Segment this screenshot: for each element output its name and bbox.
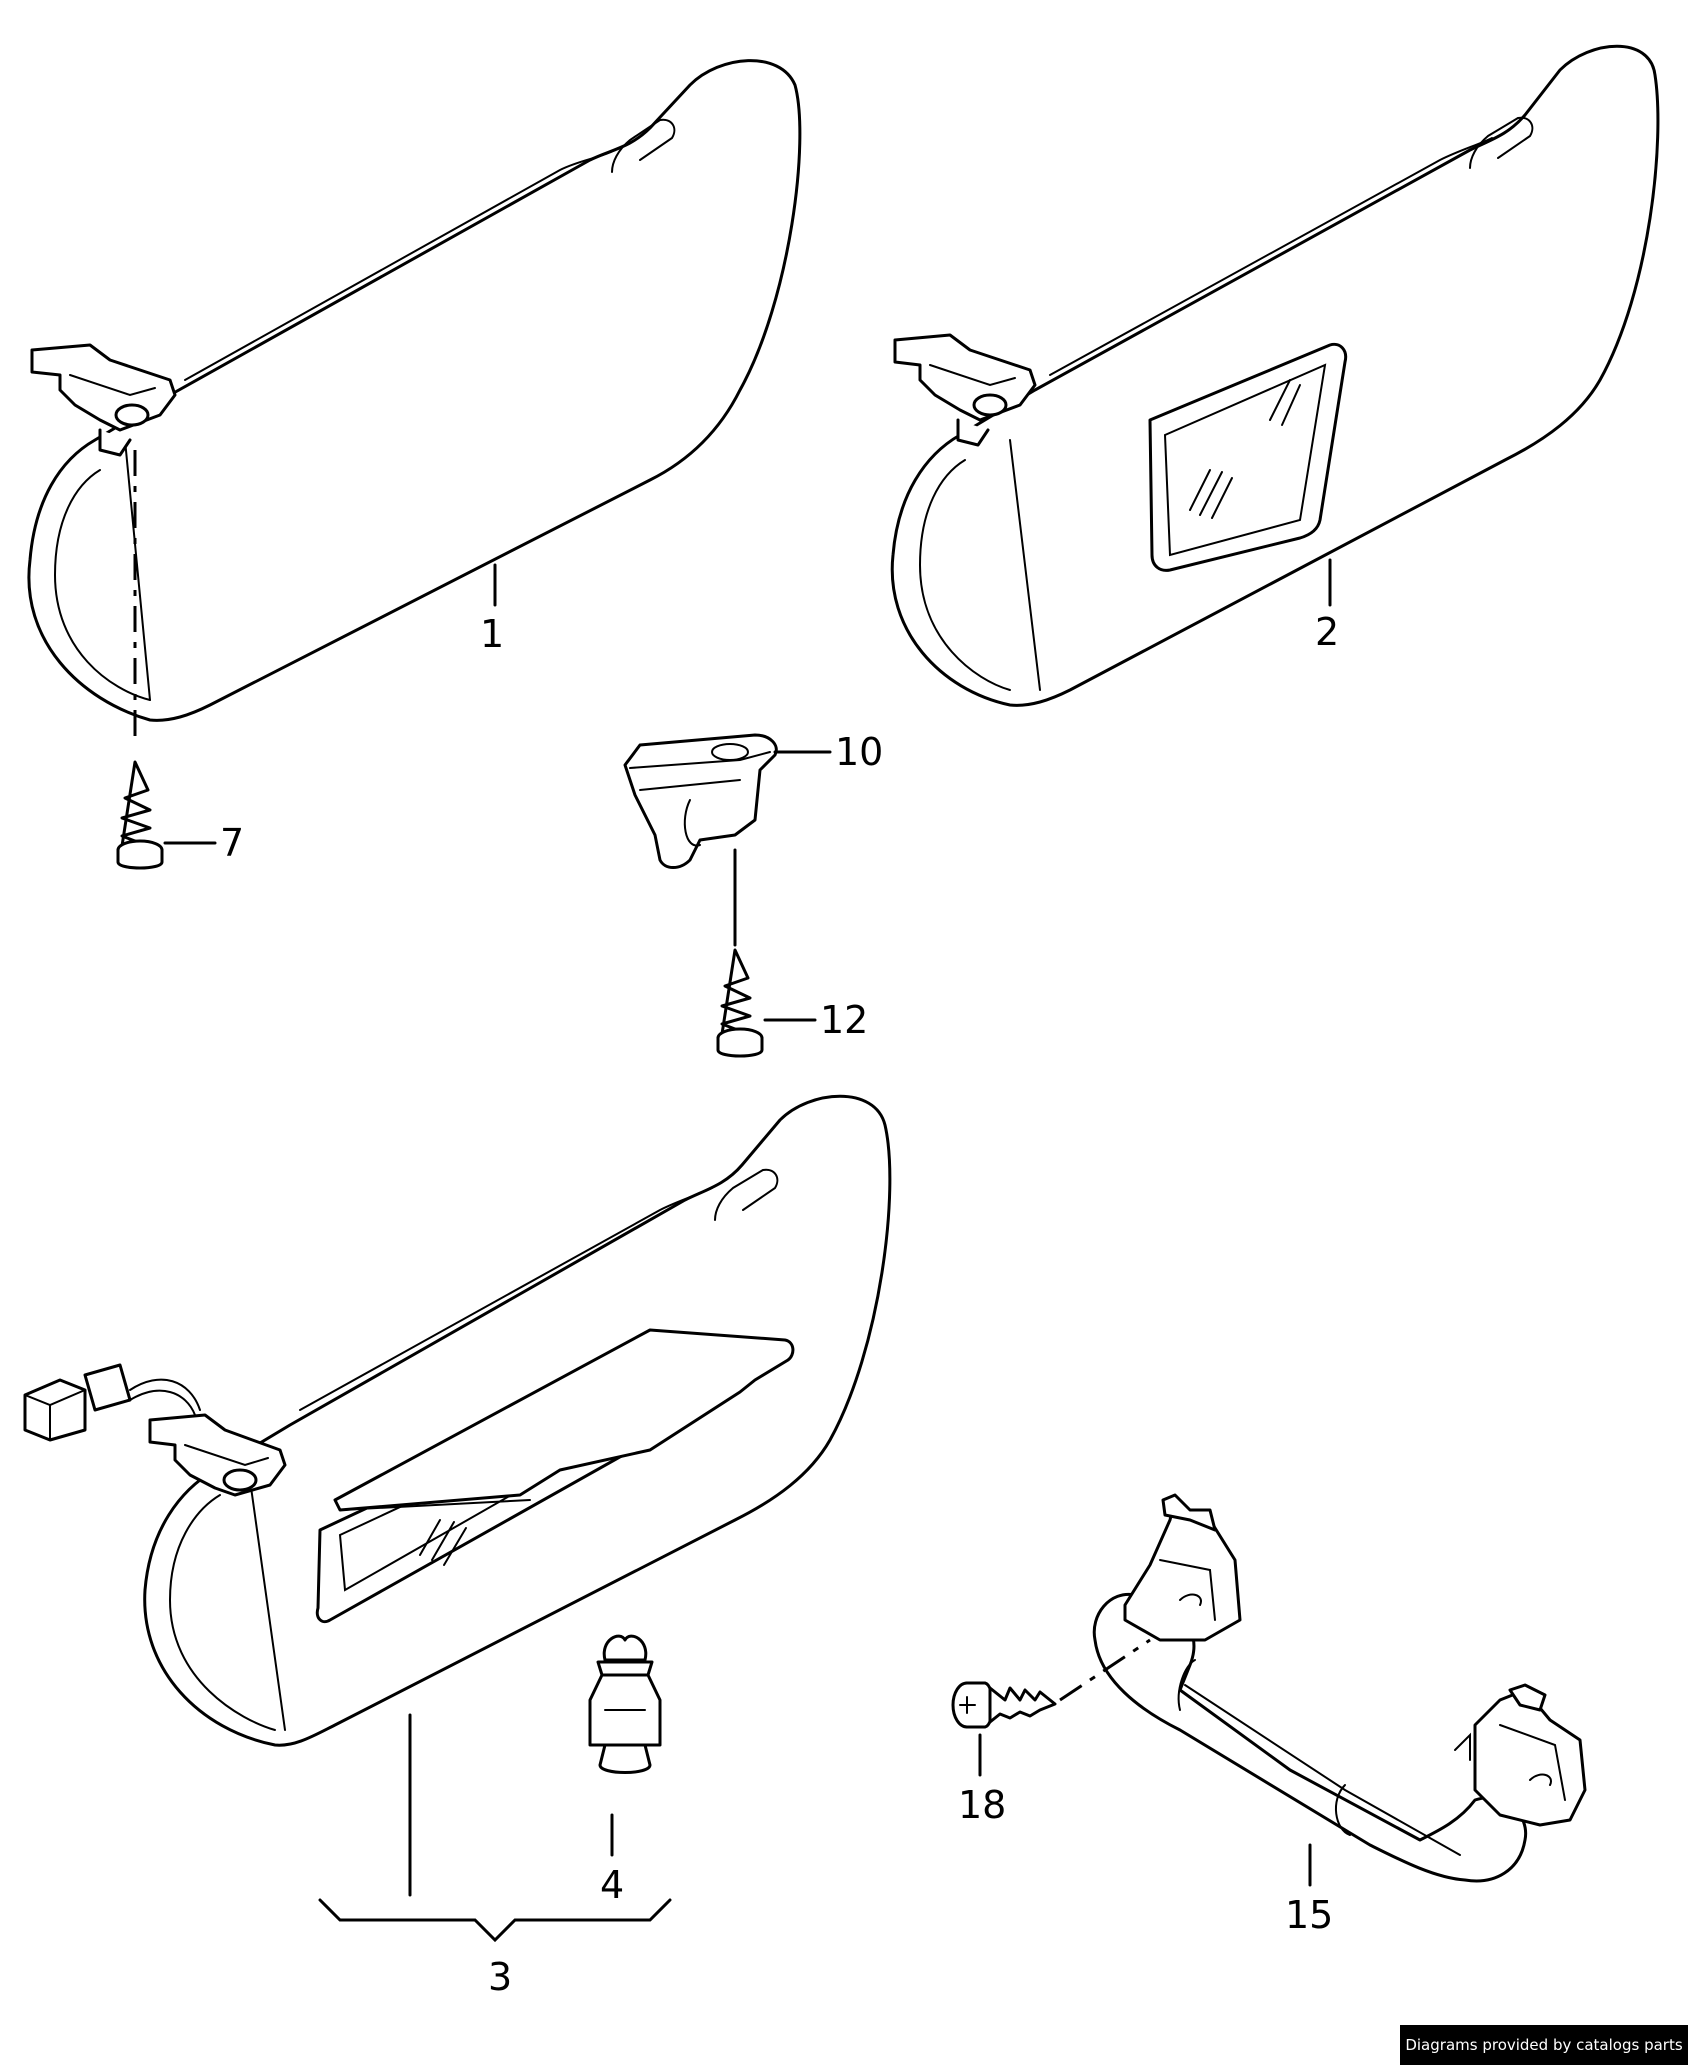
holder-10 bbox=[623, 733, 778, 869]
bulb-4 bbox=[588, 1634, 662, 1774]
bracket-3 bbox=[318, 1898, 672, 1943]
sun-visor-1 bbox=[27, 59, 802, 722]
screw-7 bbox=[116, 760, 164, 870]
screw-12 bbox=[716, 948, 764, 1058]
label-4: 4 bbox=[600, 1863, 624, 1907]
label-15: 15 bbox=[1285, 1893, 1333, 1937]
credit-banner: Diagrams provided by catalogs parts bbox=[1400, 2025, 1688, 2065]
label-1: 1 bbox=[480, 612, 504, 656]
label-2: 2 bbox=[1315, 610, 1339, 654]
label-18: 18 bbox=[958, 1783, 1006, 1827]
label-7: 7 bbox=[220, 821, 244, 865]
sun-visor-3 bbox=[23, 1094, 892, 1747]
label-10: 10 bbox=[835, 730, 883, 774]
assembly-line-18 bbox=[1059, 1638, 1151, 1702]
label-3: 3 bbox=[488, 1955, 512, 1999]
sun-visor-2 bbox=[890, 44, 1660, 707]
screw-18 bbox=[951, 1681, 1057, 1729]
label-12: 12 bbox=[820, 998, 868, 1042]
grab-handle-15 bbox=[1092, 1493, 1587, 1883]
